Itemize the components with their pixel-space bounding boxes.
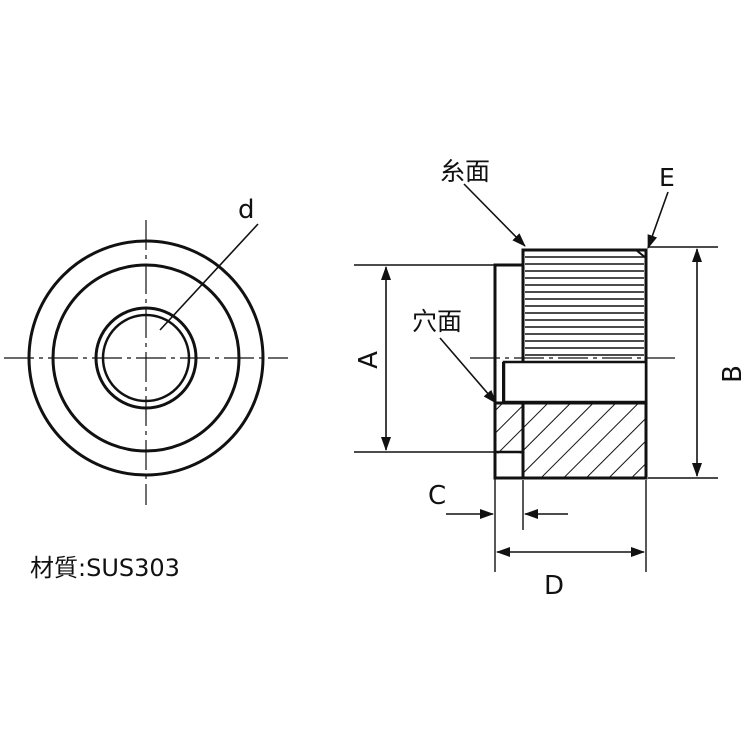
d-leader-line xyxy=(159,223,259,331)
label-e: E xyxy=(659,163,675,192)
side-view: A B C D 糸面 E 穴面 xyxy=(354,157,748,601)
label-c: C xyxy=(428,481,446,511)
front-outer-circle xyxy=(27,239,265,477)
material-label: 材質:SUS303 xyxy=(30,554,180,582)
step-outline xyxy=(493,263,523,402)
knurl-lines xyxy=(525,256,644,356)
bore-region xyxy=(502,360,648,404)
front-view: d xyxy=(4,195,288,505)
notch-clear xyxy=(496,453,522,477)
label-d: d xyxy=(238,195,255,225)
e-leader xyxy=(647,191,669,249)
label-d-dim: D xyxy=(544,571,564,601)
chamfer-mark-e xyxy=(635,249,647,259)
label-thread-face: 糸面 xyxy=(440,157,490,186)
thread-face-leader xyxy=(463,183,526,247)
label-a: A xyxy=(354,351,384,369)
front-bore-inner-circle xyxy=(101,313,191,403)
label-b: B xyxy=(718,365,748,383)
hole-face-leader xyxy=(439,337,497,404)
front-chamfer-circle xyxy=(51,263,241,453)
label-hole-face: 穴面 xyxy=(412,307,462,336)
front-bore-outer-circle xyxy=(94,306,198,410)
